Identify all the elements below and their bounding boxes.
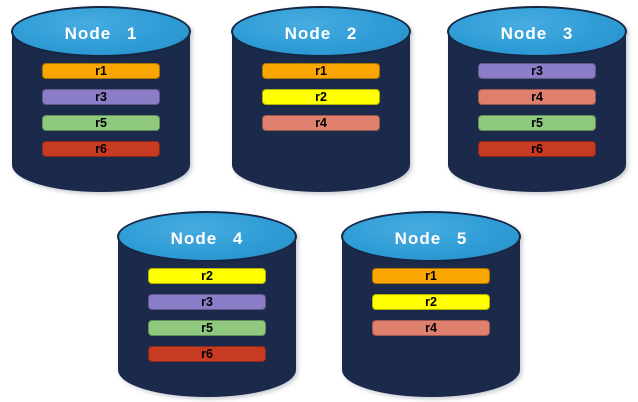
node-cylinder-2: Node 2 r1 r2 r4 [231, 6, 411, 192]
replica-bar-r2: r2 [262, 89, 380, 105]
replica-bar-r5: r5 [478, 115, 596, 131]
replica-bar-r3: r3 [148, 294, 266, 310]
replica-bar-r6: r6 [478, 141, 596, 157]
replica-bar-r2: r2 [148, 268, 266, 284]
cylinder-top-ellipse: Node 3 [447, 6, 627, 57]
node-title: Node 2 [284, 23, 358, 43]
replica-list: r1 r2 r4 [341, 268, 521, 336]
cylinder-top-ellipse: Node 2 [231, 6, 411, 57]
cylinder-top-ellipse: Node 1 [11, 6, 191, 57]
replica-bar-r3: r3 [478, 63, 596, 79]
replica-list: r1 r2 r4 [231, 63, 411, 131]
replica-list: r1 r3 r5 r6 [11, 63, 191, 157]
replica-bar-r3: r3 [42, 89, 160, 105]
replica-bar-r1: r1 [262, 63, 380, 79]
replica-bar-r4: r4 [372, 320, 490, 336]
node-title: Node 4 [170, 228, 244, 248]
cylinder-top-ellipse: Node 4 [117, 211, 297, 262]
replica-bar-r4: r4 [262, 115, 380, 131]
replica-bar-r1: r1 [42, 63, 160, 79]
cylinder-body [232, 31, 410, 192]
replica-bar-r5: r5 [42, 115, 160, 131]
replica-bar-r6: r6 [148, 346, 266, 362]
replica-bar-r6: r6 [42, 141, 160, 157]
cylinder-body [448, 31, 626, 192]
replica-list: r2 r3 r5 r6 [117, 268, 297, 362]
replica-bar-r2: r2 [372, 294, 490, 310]
node-title: Node 1 [64, 23, 138, 43]
node-cylinder-1: Node 1 r1 r3 r5 r6 [11, 6, 191, 192]
node-cylinder-5: Node 5 r1 r2 r4 [341, 211, 521, 397]
node-title: Node 5 [394, 228, 468, 248]
node-cylinder-4: Node 4 r2 r3 r5 r6 [117, 211, 297, 397]
node-cylinder-3: Node 3 r3 r4 r5 r6 [447, 6, 627, 192]
cylinder-top-ellipse: Node 5 [341, 211, 521, 262]
replica-bar-r5: r5 [148, 320, 266, 336]
replica-bar-r4: r4 [478, 89, 596, 105]
replica-bar-r1: r1 [372, 268, 490, 284]
cylinder-body [118, 236, 296, 397]
cylinder-body [342, 236, 520, 397]
node-title: Node 3 [500, 23, 574, 43]
cylinder-body [12, 31, 190, 192]
replica-list: r3 r4 r5 r6 [447, 63, 627, 157]
